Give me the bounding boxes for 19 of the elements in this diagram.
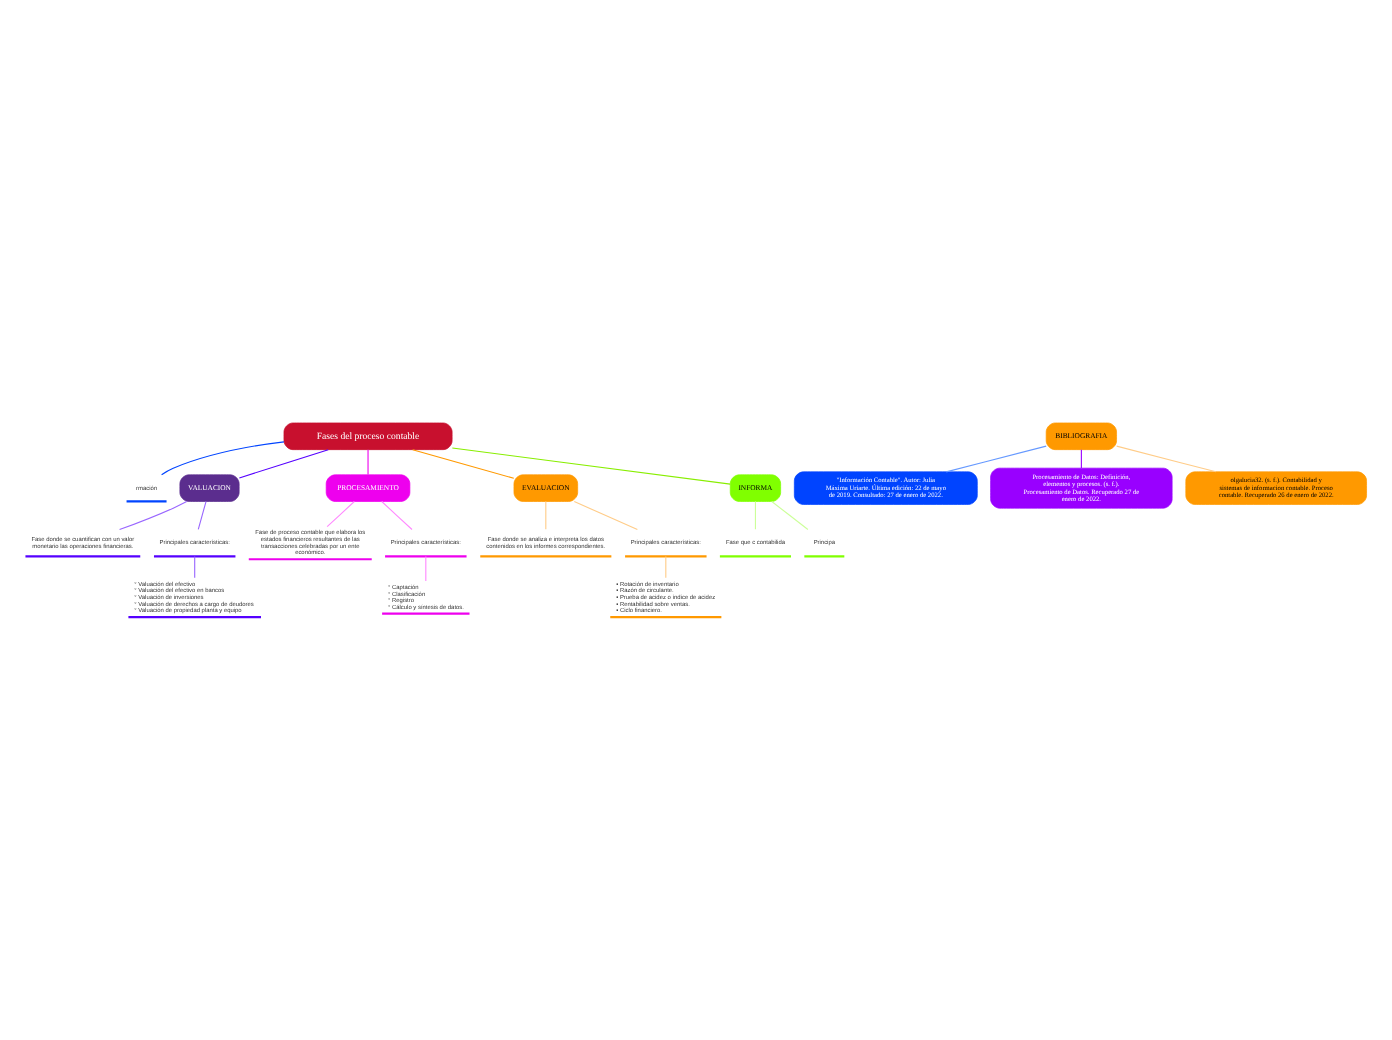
connector — [754, 500, 756, 530]
connector — [573, 500, 638, 531]
connector — [381, 500, 413, 531]
connector — [771, 500, 809, 531]
connector — [425, 555, 427, 582]
connector — [451, 447, 731, 485]
connector — [326, 500, 355, 528]
connector — [161, 441, 285, 476]
connector — [119, 501, 188, 531]
connector — [665, 555, 667, 579]
connector — [545, 500, 547, 530]
connector — [1116, 445, 1217, 473]
connector — [238, 449, 329, 479]
connector — [367, 449, 369, 476]
connector — [197, 500, 207, 530]
connector — [412, 449, 515, 479]
connector — [1080, 449, 1082, 469]
connector — [945, 445, 1047, 473]
connector — [194, 555, 196, 579]
